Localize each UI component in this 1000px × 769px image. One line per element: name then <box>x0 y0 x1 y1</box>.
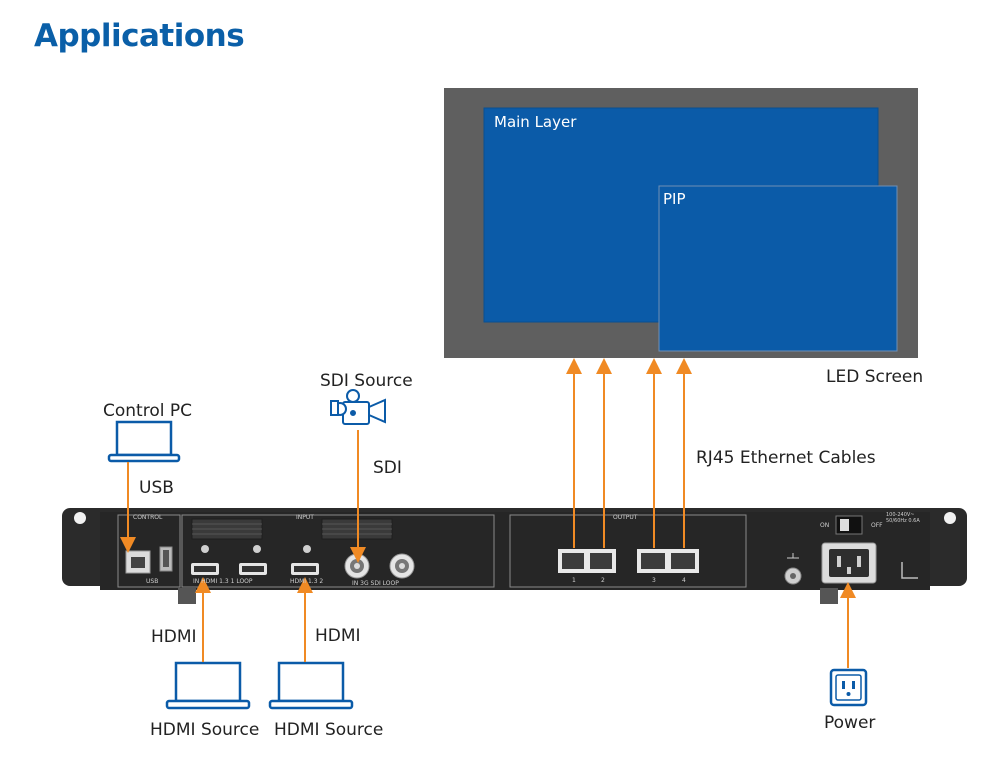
sdi-label: SDI <box>373 458 402 478</box>
hdmi-source-label-2: HDMI Source <box>274 720 384 740</box>
rj45-label: RJ45 Ethernet Cables <box>696 448 876 468</box>
control-panel <box>117 514 181 588</box>
control-pc-label: Control PC <box>103 401 192 421</box>
power-label: Power <box>824 713 876 733</box>
device-out-port-3: 3 <box>652 577 656 584</box>
device-on-label: ON <box>820 522 830 529</box>
camera-icon <box>330 389 386 425</box>
laptop-icon <box>107 420 181 463</box>
device-hdmi1-label: IN HDMI 1.3 1 LOOP <box>193 578 253 585</box>
hdmi-source-label-1: HDMI Source <box>150 720 260 740</box>
usb-label: USB <box>139 478 174 498</box>
device-usb-label: USB <box>146 578 159 585</box>
hdmi-label-1: HDMI <box>151 627 197 647</box>
device-input-label: INPUT <box>296 514 314 521</box>
pip-label: PIP <box>663 190 686 208</box>
device-voltage-label: 100-240V~ 50/60Hz 0.6A <box>886 512 920 524</box>
device-out-port-4: 4 <box>682 577 686 584</box>
device-out-port-2: 2 <box>601 577 605 584</box>
power-outlet-icon <box>829 668 868 707</box>
device-control-label: CONTROL <box>133 514 163 521</box>
device-off-label: OFF <box>871 522 883 529</box>
connection-arrows <box>120 358 856 668</box>
device-out-port-1: 1 <box>572 577 576 584</box>
processor-device <box>62 508 967 604</box>
main-layer-label: Main Layer <box>494 113 577 131</box>
laptop-icon <box>165 661 251 710</box>
led-screen <box>444 88 918 358</box>
ground-terminal <box>784 553 802 585</box>
page-title: Applications <box>34 18 245 54</box>
sdi-port-loop <box>389 553 415 579</box>
sdi-port-in <box>344 553 370 579</box>
input-panel <box>181 514 495 588</box>
led-screen-label: LED Screen <box>826 367 924 387</box>
device-output-label: OUTPUT <box>613 514 638 521</box>
device-sdi-label: IN 3G SDI LOOP <box>352 580 399 587</box>
hdmi-label-2: HDMI <box>315 626 361 646</box>
output-panel <box>509 514 747 588</box>
pip-area <box>658 185 898 352</box>
rj45-ports <box>558 549 699 573</box>
sdi-source-label: SDI Source <box>320 371 413 391</box>
device-hdmi2-label: HDMI 1.3 2 <box>290 578 324 585</box>
laptop-icon <box>268 661 354 710</box>
